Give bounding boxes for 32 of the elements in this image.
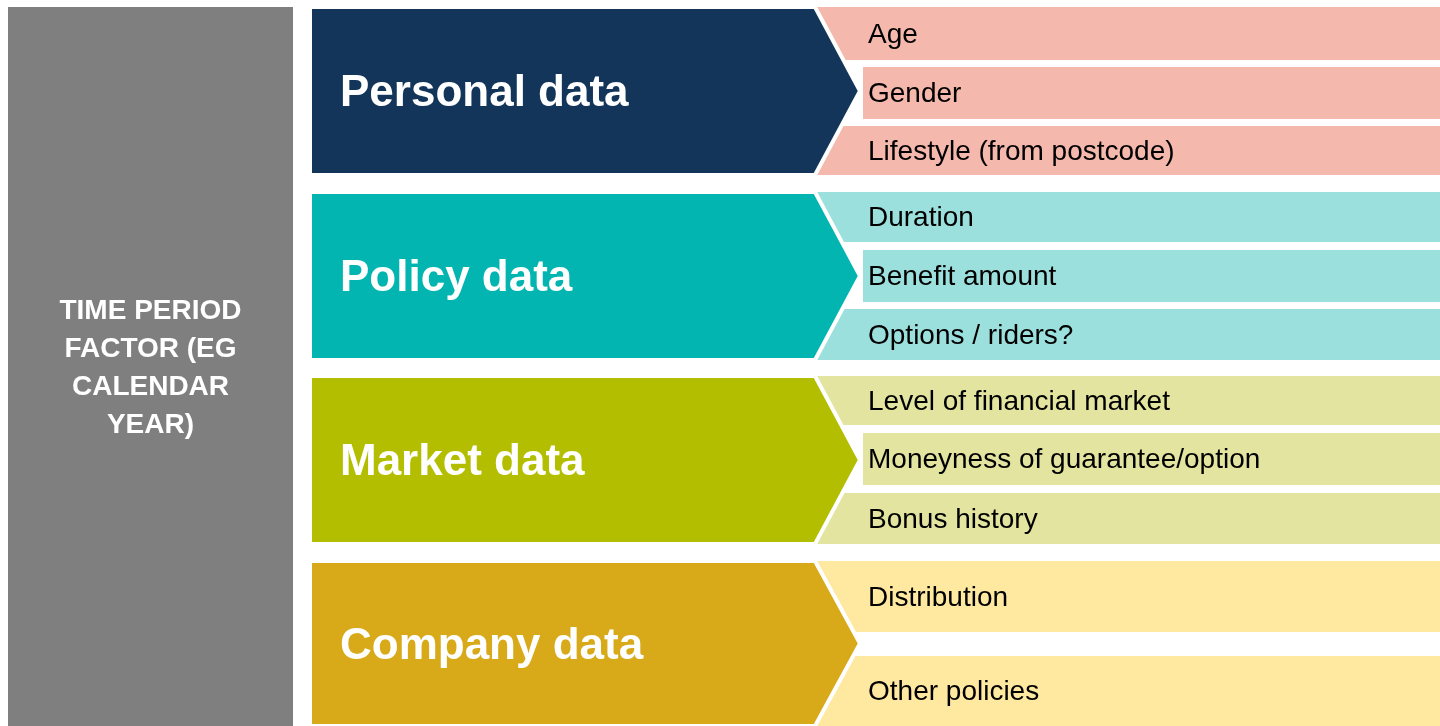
item-text: Bonus history [868, 502, 1038, 535]
item-text: Age [868, 17, 918, 50]
category-title: Policy data [340, 251, 573, 301]
item-band [815, 309, 1440, 360]
band-title: TIME PERIOD FACTOR (EG CALENDAR YEAR) [58, 292, 243, 441]
item-text: Moneyness of guarantee/option [868, 443, 1261, 475]
item-text: Other policies [868, 675, 1040, 707]
item-band [815, 376, 1440, 425]
chevron-block [310, 376, 860, 544]
chevron-block [310, 7, 860, 175]
category-title: Market data [340, 435, 585, 485]
item-band [815, 493, 1440, 544]
category-title: Personal data [340, 66, 629, 116]
chevron-block [310, 192, 860, 360]
item-band [863, 433, 1440, 485]
side-band [8, 7, 293, 726]
item-band [815, 561, 1440, 632]
item-band [815, 656, 1440, 726]
item-text: Duration [868, 201, 974, 233]
item-band [815, 126, 1440, 175]
item-text: Level of financial market [868, 384, 1170, 417]
chevron-block [310, 561, 860, 726]
item-text: Distribution [868, 580, 1009, 613]
item-band [815, 192, 1440, 242]
item-band [863, 67, 1440, 119]
item-text: Benefit amount [868, 260, 1057, 292]
item-text: Lifestyle (from postcode) [868, 134, 1175, 167]
item-text: Gender [868, 77, 962, 109]
item-band [815, 7, 1440, 60]
category-title: Company data [340, 618, 644, 669]
item-text: Options / riders? [868, 318, 1074, 351]
item-band [863, 250, 1440, 302]
